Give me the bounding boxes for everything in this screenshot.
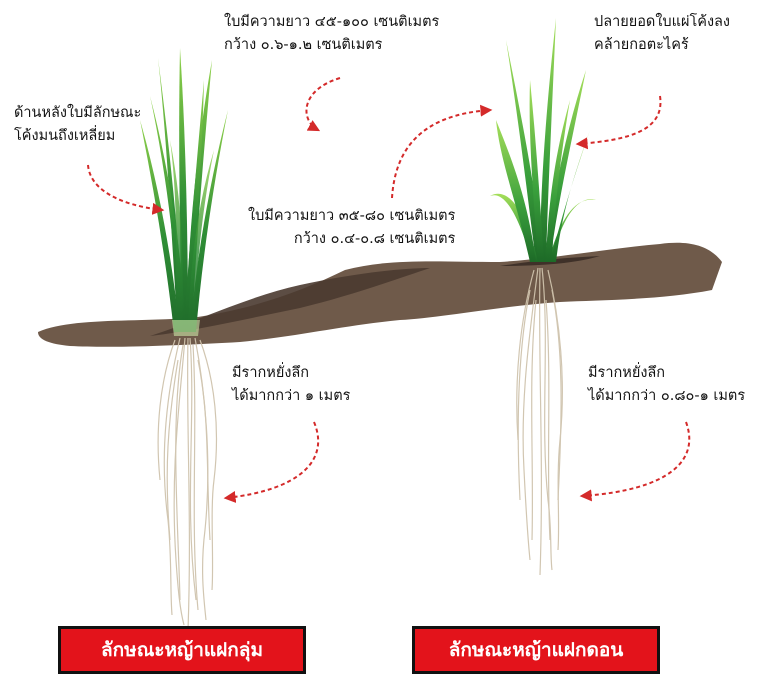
arrow-upland-roots <box>582 422 689 496</box>
soil-band <box>38 243 722 347</box>
upland-roots <box>517 268 563 575</box>
label-lowland-roots: มีรากหยั่งลึก ได้มากกว่า ๑ เมตร <box>232 362 350 408</box>
arrow-lowland-leaf-size <box>306 78 340 130</box>
label-upland-leaf-tip: ปลายยอดใบแผ่โค้งลง คล้ายกอตะไคร้ <box>594 11 730 57</box>
title-lowland-vetiver: ลักษณะหญ้าแฝกลุ่ม <box>58 626 306 674</box>
lowland-leaves <box>140 48 228 332</box>
title-upland-vetiver: ลักษณะหญ้าแฝกดอน <box>412 626 660 674</box>
label-upland-leaf-size: ใบมีความยาว ๓๕-๘๐ เซนติเมตร กว้าง ๐.๔-๐.… <box>248 205 455 251</box>
arrow-upland-leaf-tip <box>578 96 660 144</box>
upland-leaves <box>490 18 596 262</box>
arrow-upland-leaf-size <box>392 110 490 198</box>
arrow-lowland-roots <box>226 422 318 498</box>
lowland-stem-base <box>172 320 200 336</box>
lowland-roots <box>158 338 216 630</box>
label-lowland-leaf-back: ด้านหลังใบมีลักษณะ โค้งมนถึงเหลี่ยม <box>14 102 141 148</box>
label-upland-roots: มีรากหยั่งลึก ได้มากกว่า ๐.๘๐-๑ เมตร <box>588 362 745 408</box>
label-lowland-leaf-size: ใบมีความยาว ๔๕-๑๐๐ เซนติเมตร กว้าง ๐.๖-๑… <box>224 11 439 57</box>
